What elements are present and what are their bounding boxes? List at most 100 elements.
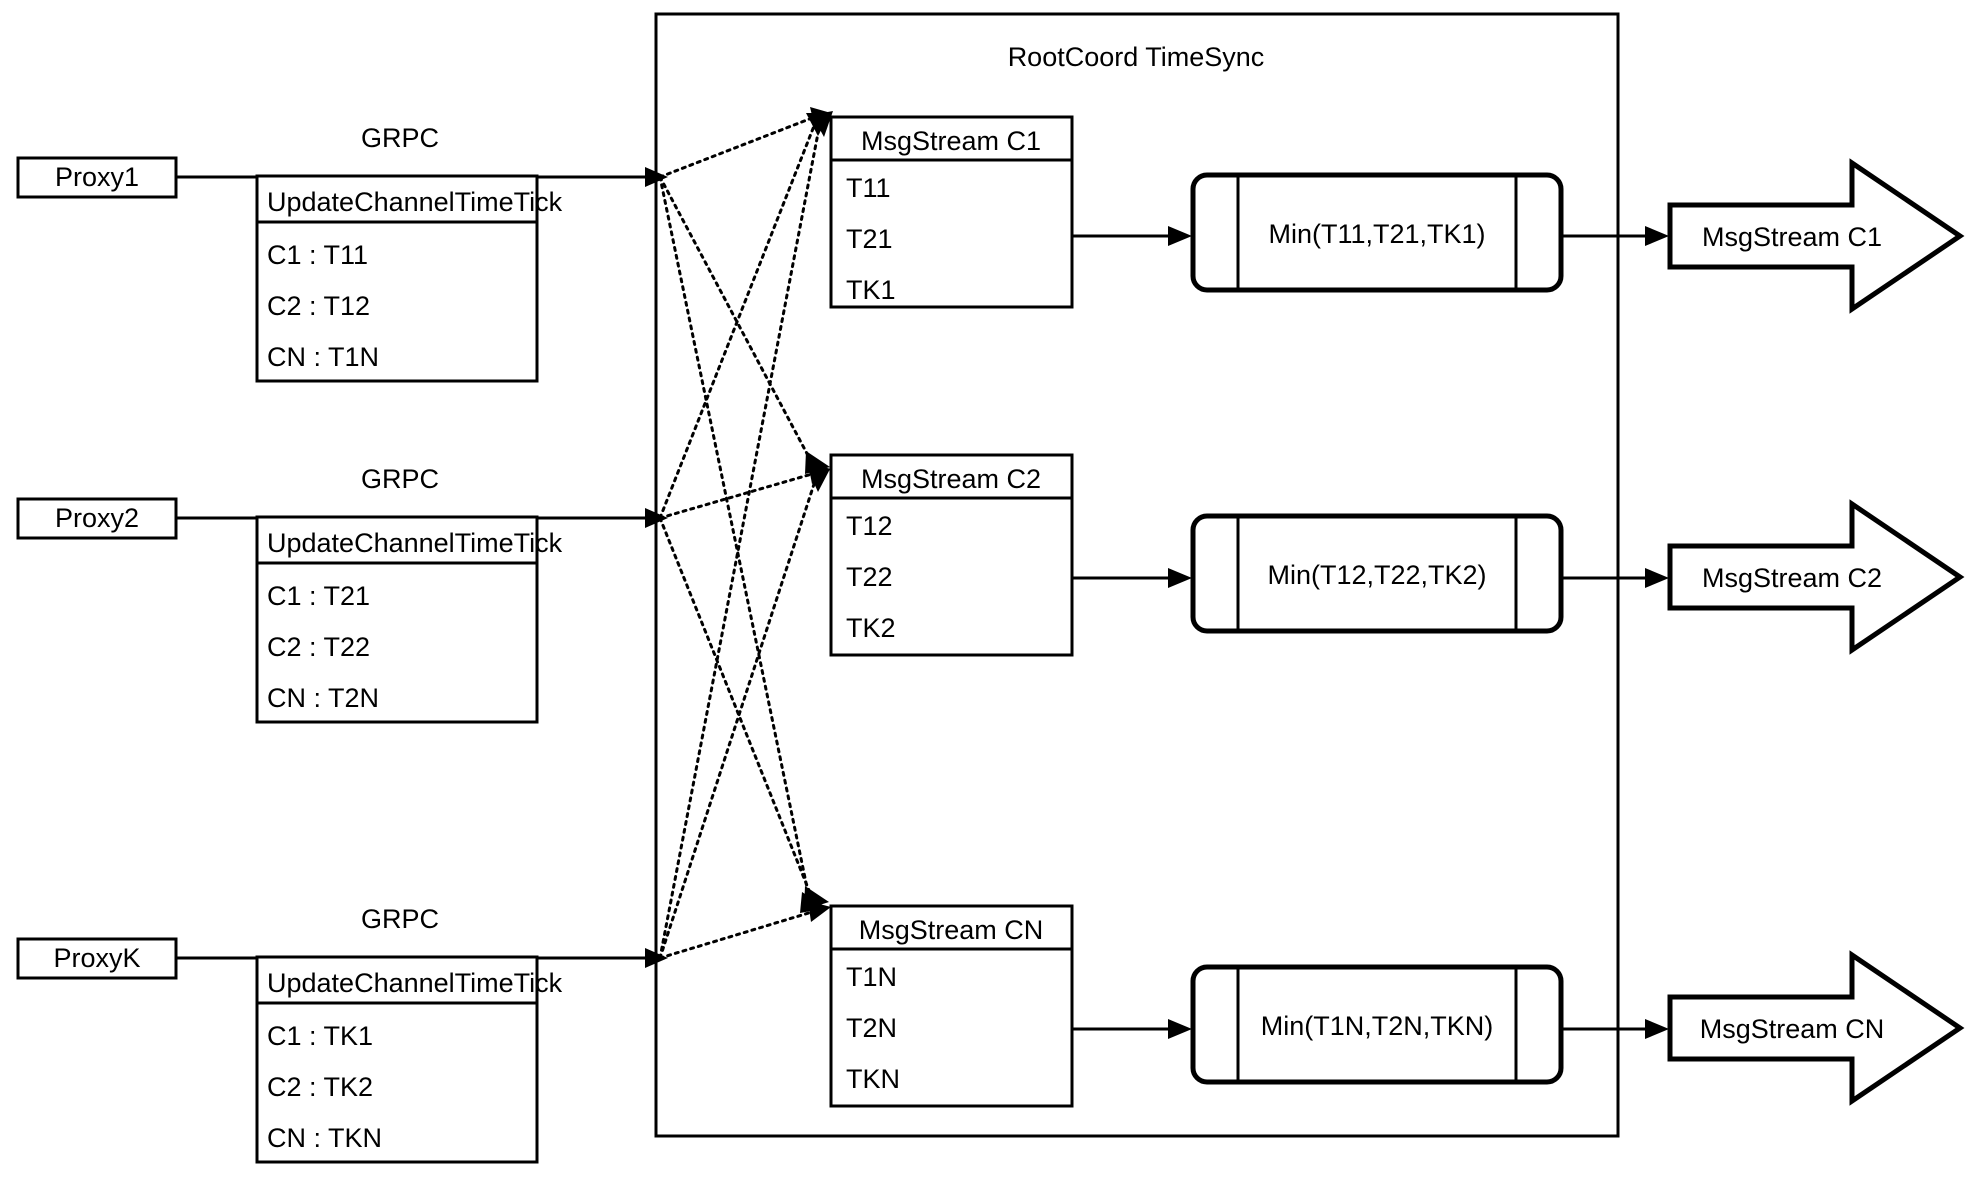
msgstream-table-3-row-0: T1N	[846, 962, 897, 992]
update-channel-timetick-3[interactable]: UpdateChannelTimeTick C1 : TK1 C2 : TK2 …	[255, 955, 563, 1164]
msgstream-to-processor-connector-3-arrowhead	[1168, 1019, 1192, 1039]
fanout-edge-pk-c2	[658, 469, 830, 960]
min-processor-3-rect	[1190, 964, 1564, 1085]
proxy-row-3: ProxyK GRPC UpdateChannelTimeTick C1 : T…	[16, 904, 668, 1164]
min-processor-3[interactable]: Min(T1N,T2N,TKN)	[1190, 964, 1564, 1085]
proxy-box-1-label: Proxy1	[55, 162, 139, 192]
msgstream-table-1-title: MsgStream C1	[861, 126, 1041, 156]
grpc-label-1: GRPC	[361, 123, 439, 153]
msgstream-to-processor-connector-2-arrowhead	[1168, 568, 1192, 588]
msgstream-table-1-row-2: TK1	[846, 275, 896, 305]
channel-row-3: MsgStream CN T1N T2N TKN Min(T1N,T2N,TKN…	[829, 904, 1965, 1108]
min-processor-2-label: Min(T12,T22,TK2)	[1267, 560, 1486, 590]
update-channel-timetick-1[interactable]: UpdateChannelTimeTick C1 : T11 C2 : T12 …	[255, 174, 563, 383]
min-processor-1-rect	[1190, 172, 1564, 293]
output-arrow-2-shape	[1667, 499, 1965, 655]
msgstream-table-3-title: MsgStream CN	[859, 915, 1044, 945]
fanout-dotted-connectors	[658, 107, 833, 960]
grpc-connector-3-arrowhead	[645, 948, 668, 968]
proxy-row-2: Proxy2 GRPC UpdateChannelTimeTick C1 : T…	[16, 464, 668, 724]
update-channel-timetick-1-row-2: CN : T1N	[267, 342, 379, 372]
proxy-box-1-rect	[16, 156, 178, 199]
output-arrow-2[interactable]: MsgStream C2	[1667, 499, 1965, 655]
update-channel-timetick-1-rect	[255, 174, 539, 383]
msgstream-to-processor-connector-3	[1072, 1019, 1192, 1039]
proxy-box-3-label: ProxyK	[53, 943, 140, 973]
grpc-connector-1-arrowhead	[645, 167, 668, 187]
proxy-box-2-label: Proxy2	[55, 503, 139, 533]
min-processor-1-label: Min(T11,T21,TK1)	[1268, 219, 1485, 249]
update-channel-timetick-2-rect	[255, 515, 539, 724]
msgstream-table-2[interactable]: MsgStream C2 T12 T22 TK2	[829, 453, 1074, 657]
grpc-connector-2-arrowhead	[645, 508, 668, 528]
proxy-box-2-rect	[16, 497, 178, 540]
msgstream-table-2-row-1: T22	[846, 562, 893, 592]
update-channel-timetick-3-title: UpdateChannelTimeTick	[267, 968, 563, 998]
msgstream-table-1[interactable]: MsgStream C1 T11 T21 TK1	[829, 115, 1074, 309]
min-processor-2-rect	[1190, 513, 1564, 634]
proxy-box-1[interactable]: Proxy1	[16, 156, 178, 199]
msgstream-table-2-row-0: T12	[846, 511, 893, 541]
update-channel-timetick-3-row-2: CN : TKN	[267, 1123, 382, 1153]
output-arrow-3[interactable]: MsgStream CN	[1667, 950, 1965, 1106]
msgstream-table-2-row-2: TK2	[846, 613, 896, 643]
fanout-edge-p1-c2	[658, 175, 830, 474]
min-processor-1[interactable]: Min(T11,T21,TK1)	[1190, 172, 1564, 293]
msgstream-to-processor-connector-1	[1072, 226, 1192, 246]
proxy-row-1: Proxy1 GRPC UpdateChannelTimeTick C1 : T…	[16, 123, 668, 383]
output-arrow-3-label: MsgStream CN	[1700, 1014, 1885, 1044]
msgstream-table-1-row-0: T11	[846, 173, 891, 203]
update-channel-timetick-1-title: UpdateChannelTimeTick	[267, 187, 563, 217]
min-processor-3-label: Min(T1N,T2N,TKN)	[1261, 1011, 1494, 1041]
update-channel-timetick-3-row-1: C2 : TK2	[267, 1072, 373, 1102]
grpc-label-3: GRPC	[361, 904, 439, 934]
msgstream-to-processor-connector-1-arrowhead	[1168, 226, 1192, 246]
processor-to-output-connector-1	[1561, 226, 1669, 246]
channel-row-2: MsgStream C2 T12 T22 TK2 Min(T12,T22,TK2…	[829, 453, 1965, 657]
msgstream-table-3-row-1: T2N	[846, 1013, 897, 1043]
msgstream-table-3-rect	[829, 904, 1074, 1108]
fanout-edge-pk-c1	[658, 111, 833, 960]
update-channel-timetick-2-row-0: C1 : T21	[267, 581, 370, 611]
fanout-edge-p1-cn	[658, 175, 827, 913]
update-channel-timetick-3-rect	[255, 955, 539, 1164]
output-arrow-2-label: MsgStream C2	[1702, 563, 1882, 593]
output-arrow-3-shape	[1667, 950, 1965, 1106]
update-channel-timetick-2-row-1: C2 : T22	[267, 632, 370, 662]
update-channel-timetick-2[interactable]: UpdateChannelTimeTick C1 : T21 C2 : T22 …	[255, 515, 563, 724]
processor-to-output-connector-3-arrowhead	[1645, 1019, 1669, 1039]
fanout-edge-p2-c1	[658, 113, 830, 520]
update-channel-timetick-3-row-0: C1 : TK1	[267, 1021, 373, 1051]
msgstream-table-3-row-2: TKN	[846, 1064, 900, 1094]
proxy-box-3-rect	[16, 937, 178, 980]
rootcoord-container-border	[654, 12, 1620, 1138]
msgstream-table-2-rect	[829, 453, 1074, 657]
processor-to-output-connector-3	[1561, 1019, 1669, 1039]
proxy-box-2[interactable]: Proxy2	[16, 497, 178, 540]
rootcoord-container: RootCoord TimeSync	[654, 12, 1620, 1138]
output-arrow-1-label: MsgStream C1	[1702, 222, 1882, 252]
update-channel-timetick-2-title: UpdateChannelTimeTick	[267, 528, 563, 558]
fanout-edge-pk-cn	[658, 901, 831, 960]
msgstream-to-processor-connector-2	[1072, 568, 1192, 588]
msgstream-table-1-row-1: T21	[846, 224, 893, 254]
grpc-label-2: GRPC	[361, 464, 439, 494]
channel-row-1: MsgStream C1 T11 T21 TK1 Min(T11,T21,TK1…	[829, 115, 1965, 314]
fanout-edge-p2-cn	[658, 516, 829, 910]
proxy-box-3[interactable]: ProxyK	[16, 937, 178, 980]
processor-to-output-connector-2	[1561, 568, 1669, 588]
msgstream-table-3[interactable]: MsgStream CN T1N T2N TKN	[829, 904, 1074, 1108]
processor-to-output-connector-2-arrowhead	[1645, 568, 1669, 588]
msgstream-table-1-rect	[829, 115, 1074, 309]
update-channel-timetick-1-row-1: C2 : T12	[267, 291, 370, 321]
output-arrow-1-shape	[1667, 158, 1965, 314]
processor-to-output-connector-1-arrowhead	[1645, 226, 1669, 246]
output-arrow-1[interactable]: MsgStream C1	[1667, 158, 1965, 314]
update-channel-timetick-2-row-2: CN : T2N	[267, 683, 379, 713]
rootcoord-container-title: RootCoord TimeSync	[1008, 42, 1265, 72]
fanout-edge-p1-c1	[658, 107, 831, 179]
min-processor-2[interactable]: Min(T12,T22,TK2)	[1190, 513, 1564, 634]
update-channel-timetick-1-row-0: C1 : T11	[267, 240, 368, 270]
